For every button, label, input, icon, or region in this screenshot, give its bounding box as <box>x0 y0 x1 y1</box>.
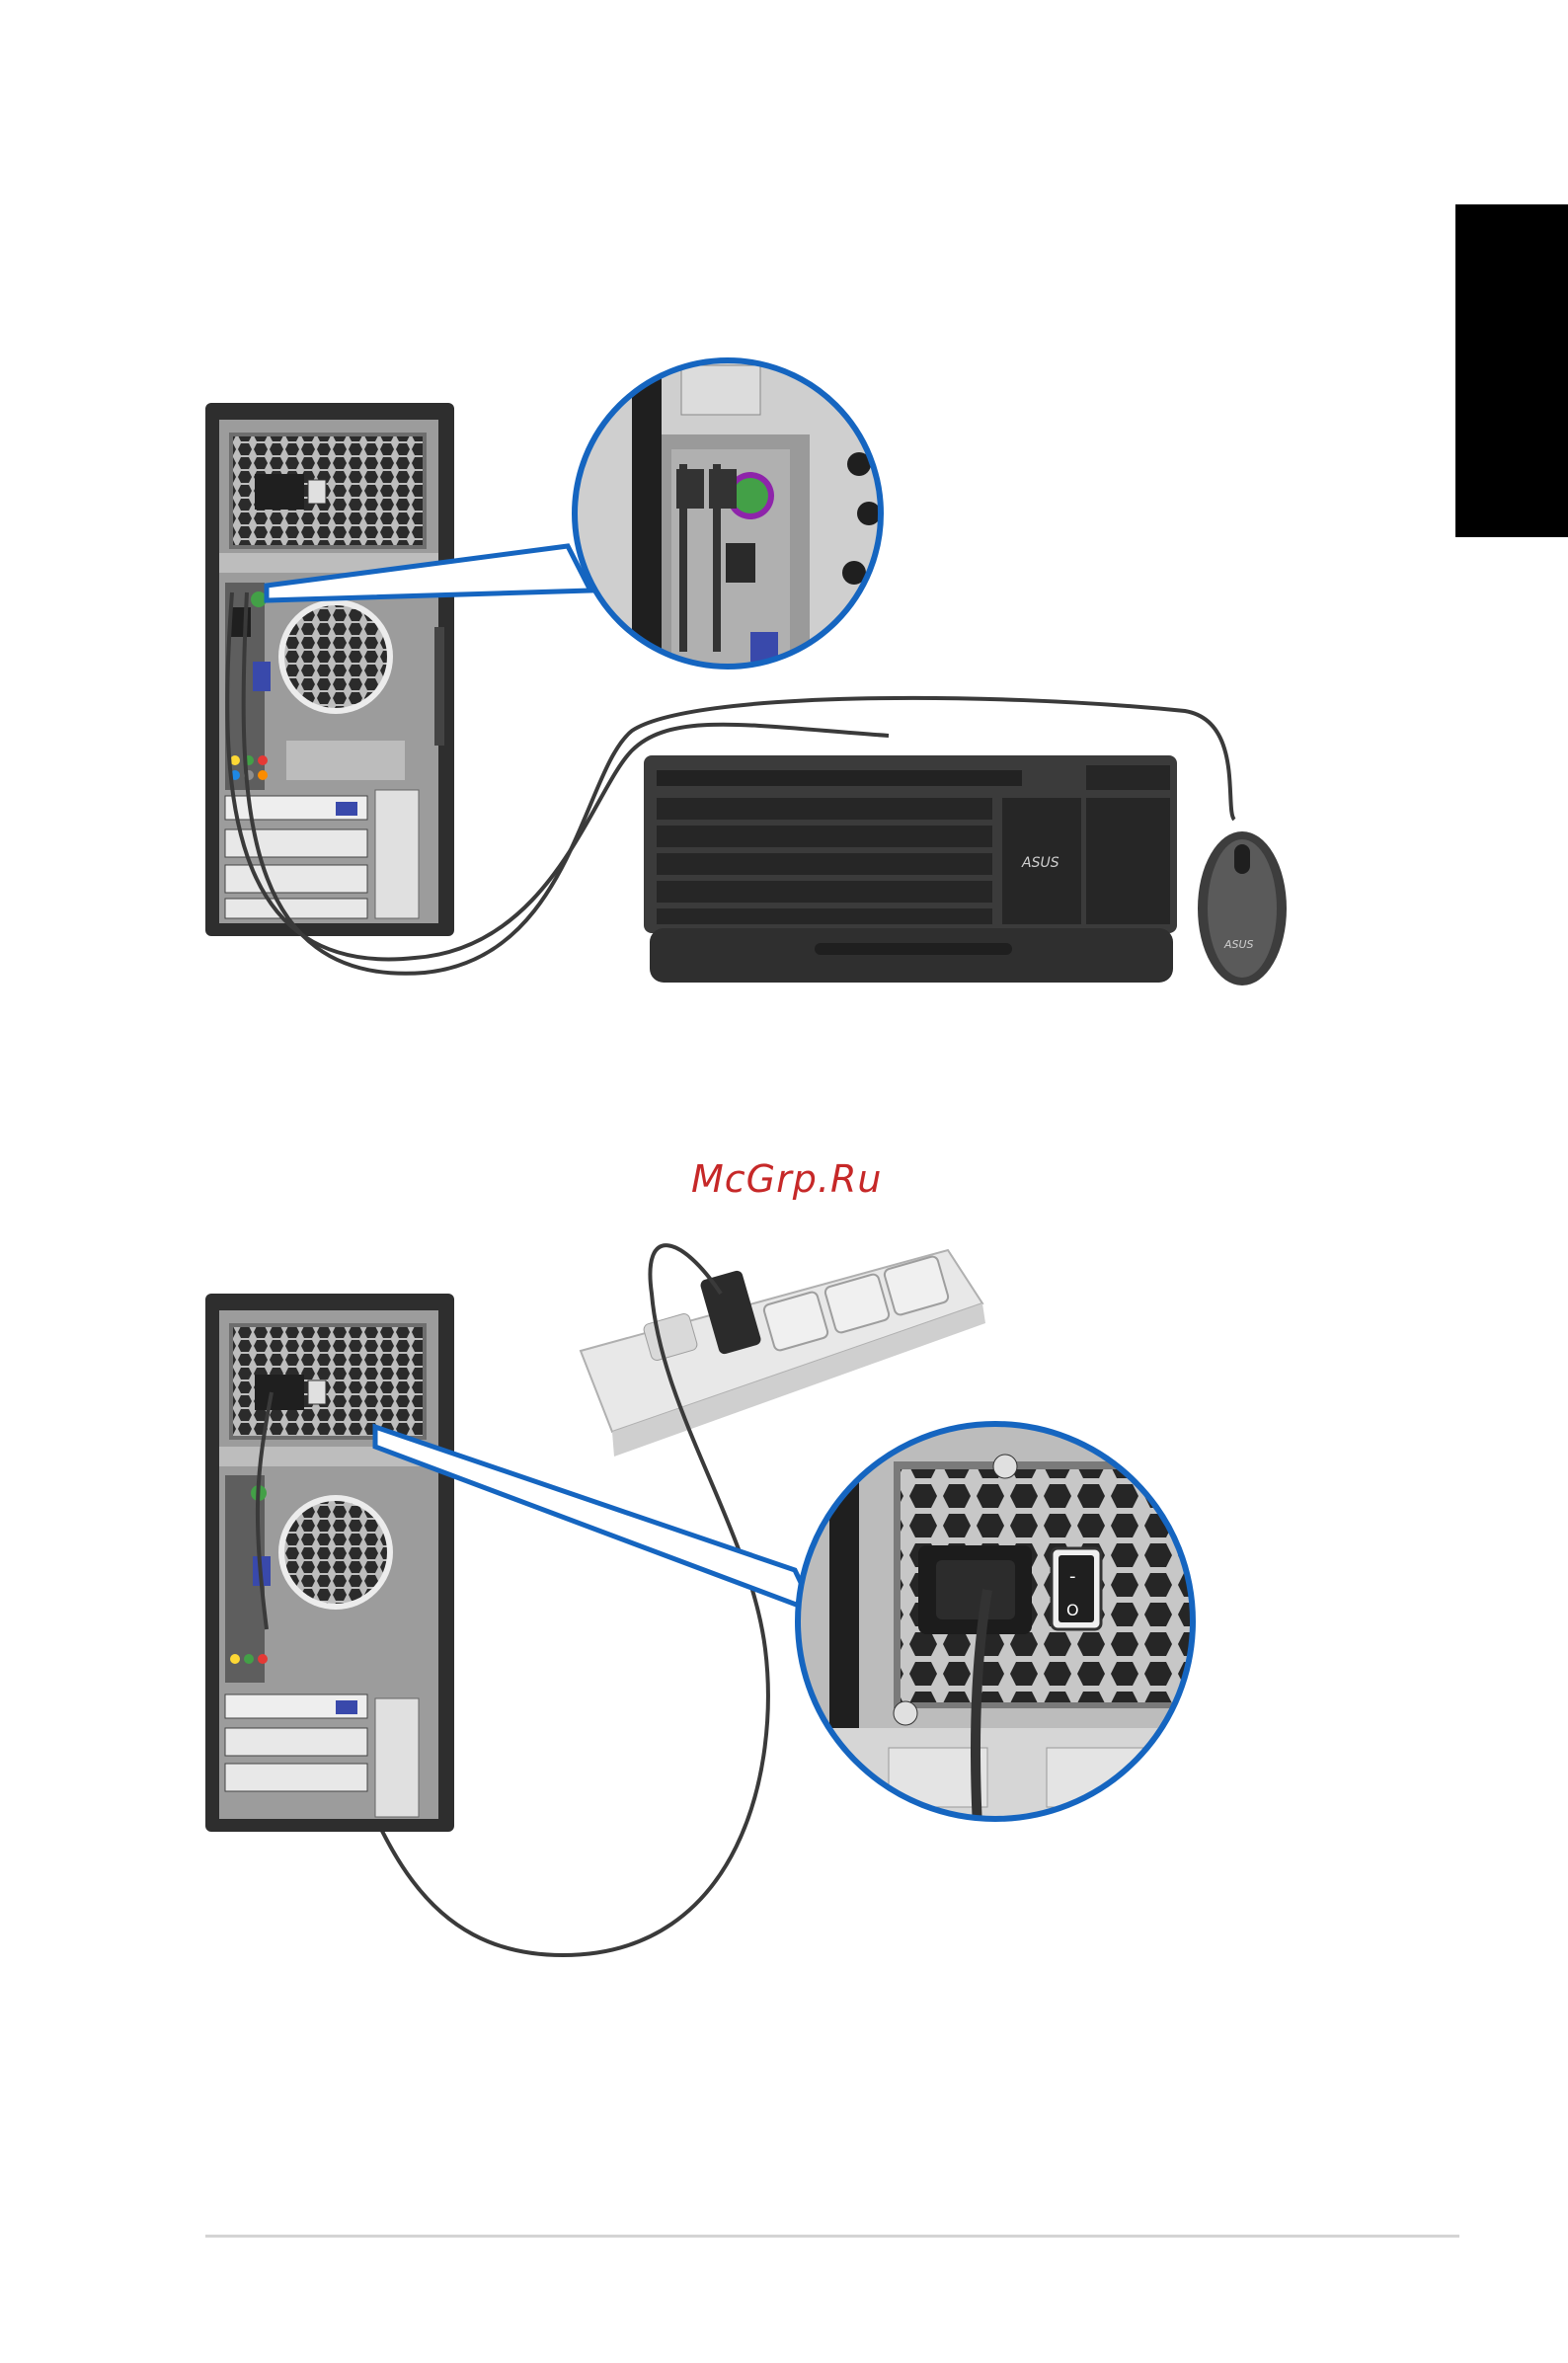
mouse: ASUS <box>1198 831 1287 985</box>
figure-keyboard-mouse-connection: ASUS ASUS <box>0 0 1568 1047</box>
watermark: McGrp.Ru <box>691 1157 882 1201</box>
keyboard-brand-label: ASUS <box>1021 855 1059 871</box>
psu-power-socket <box>255 1375 304 1410</box>
keyboard: ASUS <box>644 755 1177 983</box>
footer-rule <box>205 2235 1459 2238</box>
pc-tower-rear-power <box>205 1294 454 1832</box>
zoom-detail-ps2-ports <box>573 355 889 681</box>
figure-power-cable-connection: - O <box>0 1215 1568 2005</box>
vga-port-icon <box>253 662 271 691</box>
mouse-brand-label: ASUS <box>1223 938 1254 951</box>
power-switch-off-mark: O <box>1066 1601 1079 1619</box>
ps2-mouse-port-icon <box>733 478 768 513</box>
power-switch-on-mark: - <box>1069 1566 1076 1587</box>
zoom-detail-power-socket: - O <box>790 1412 1210 1827</box>
